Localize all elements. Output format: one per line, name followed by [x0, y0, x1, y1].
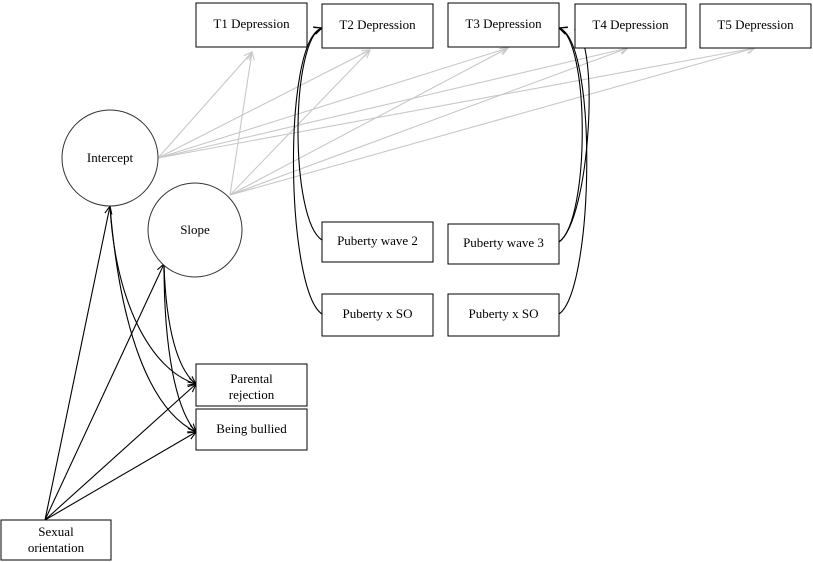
- path-puberty-so1-t2: [292, 28, 322, 315]
- node-t4-depression: T4 Depression: [574, 3, 687, 49]
- path-puberty-w3-t3: [559, 28, 583, 243]
- node-puberty-x-so-1: Puberty x SO: [321, 293, 434, 337]
- path-slope-t3: [229, 48, 508, 196]
- node-t2-depression: T2 Depression: [321, 3, 434, 49]
- node-t1-depression: T1 Depression: [195, 2, 308, 48]
- path-slope-t4: [229, 48, 628, 196]
- growth-paths: [157, 48, 755, 196]
- path-slope-t2: [229, 50, 370, 196]
- path-being-bullied-intercept: [109, 205, 196, 432]
- node-puberty-x-so-2: Puberty x SO: [447, 293, 560, 337]
- puberty-x-so-1-label: Puberty x SO: [342, 306, 412, 321]
- sexual-orientation-label-line1: Sexual: [38, 524, 74, 539]
- sexual-orientation-label-line2: orientation: [28, 540, 85, 555]
- being-bullied-label: Being bullied: [216, 421, 287, 436]
- path-intercept-t4: [157, 48, 628, 159]
- path-intercept-t1: [157, 52, 252, 159]
- covariate-paths: [292, 28, 590, 315]
- node-being-bullied: Being bullied: [195, 408, 308, 451]
- puberty-wave-2-label: Puberty wave 2: [337, 233, 418, 248]
- path-slope-t5: [229, 48, 755, 196]
- node-puberty-wave-3: Puberty wave 3: [447, 223, 560, 265]
- path-parental-rejection-slope: [163, 263, 196, 384]
- path-so-being-bullied: [44, 432, 196, 521]
- puberty-wave-3-label: Puberty wave 3: [463, 235, 544, 250]
- path-being-bullied-slope: [163, 263, 196, 432]
- puberty-x-so-2-label: Puberty x SO: [468, 306, 538, 321]
- path-intercept-t5: [157, 48, 755, 159]
- path-puberty-so2-t3: [559, 28, 588, 315]
- path-intercept-t2: [157, 50, 370, 159]
- slope-label: Slope: [180, 222, 210, 237]
- structural-paths: [44, 205, 196, 521]
- t2-depression-label: T2 Depression: [339, 17, 416, 32]
- node-t5-depression: T5 Depression: [699, 3, 812, 49]
- node-puberty-wave-2: Puberty wave 2: [321, 221, 434, 263]
- path-so-intercept: [44, 206, 110, 521]
- path-puberty-w2-t2: [297, 28, 322, 241]
- path-so-parental-rejection: [44, 384, 196, 521]
- node-parental-rejection: Parental rejection: [195, 363, 308, 407]
- t5-depression-label: T5 Depression: [717, 17, 794, 32]
- t1-depression-label: T1 Depression: [213, 16, 290, 31]
- node-intercept: Intercept: [61, 109, 159, 207]
- parental-rejection-label-line1: Parental: [230, 371, 273, 386]
- t3-depression-label: T3 Depression: [465, 16, 542, 31]
- node-slope: Slope: [147, 182, 243, 278]
- intercept-label: Intercept: [87, 150, 134, 165]
- path-slope-t1: [229, 52, 252, 196]
- parental-rejection-label-line2: rejection: [229, 387, 275, 402]
- node-t3-depression: T3 Depression: [447, 2, 560, 48]
- node-sexual-orientation: Sexual orientation: [0, 519, 112, 561]
- t4-depression-label: T4 Depression: [592, 17, 669, 32]
- path-intercept-t3: [157, 48, 508, 159]
- path-so-slope: [44, 264, 164, 521]
